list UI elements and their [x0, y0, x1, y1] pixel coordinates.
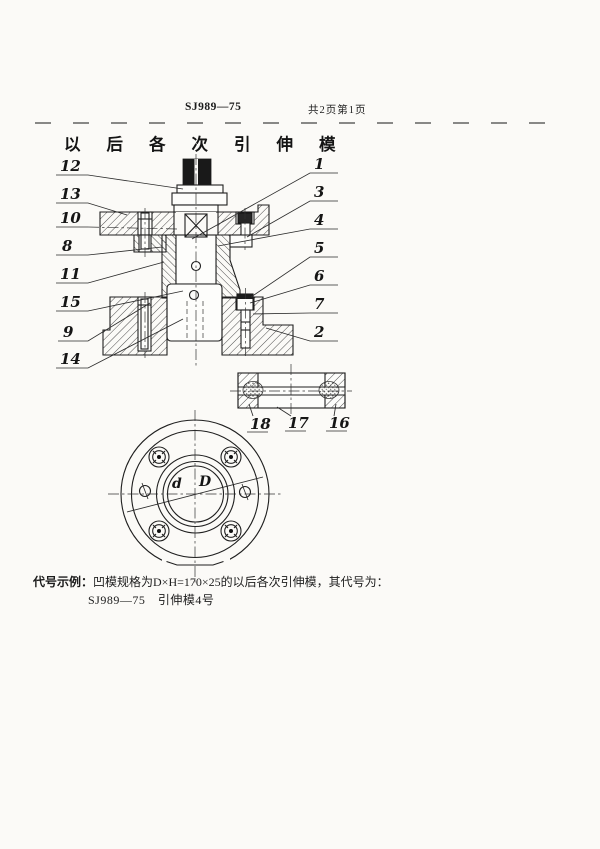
callout-8: 8 — [62, 237, 73, 255]
callout-2: 2 — [313, 323, 324, 341]
page-title: 以后各次引伸模 — [64, 135, 362, 154]
shank-bolt — [182, 158, 212, 186]
callout-9: 9 — [63, 323, 74, 341]
callout-5: 5 — [314, 239, 324, 257]
callout-12: 12 — [60, 157, 81, 175]
label-D: D — [198, 474, 212, 490]
locating-flat — [166, 560, 224, 566]
lower-right-flange — [221, 293, 294, 356]
dowel-holes — [138, 482, 252, 501]
callout-13: 13 — [60, 185, 81, 203]
callouts-right: 1 3 4 5 6 7 2 — [191, 155, 338, 342]
code-example-text: 凹模规格为D×H=170×25的以后各次引伸模，其代号为： — [93, 575, 389, 589]
felt-pad-left — [242, 381, 264, 399]
header-rule — [35, 122, 565, 124]
die-shank — [171, 184, 228, 213]
section-view: 12 13 10 8 11 15 9 14 1 3 4 5 — [56, 154, 338, 369]
label-d: d — [172, 476, 182, 492]
callouts-left: 12 13 10 8 11 15 9 14 — [56, 157, 184, 369]
page-info: 共2页第1页 — [308, 105, 367, 116]
callout-15: 15 — [60, 293, 81, 311]
felt-pad-right — [318, 381, 340, 399]
callout-16: 16 — [329, 414, 350, 432]
callout-1: 1 — [314, 155, 324, 173]
callout-7: 7 — [314, 295, 325, 313]
detail-ring-section: 18 17 16 — [230, 364, 352, 433]
doc-number: SJ989—75 — [185, 101, 242, 113]
bottom-plan-view: d D — [108, 410, 283, 584]
callout-14: 14 — [60, 350, 81, 368]
callout-18: 18 — [250, 415, 271, 433]
lower-left-flange — [102, 296, 168, 356]
socket-screws — [148, 446, 242, 542]
detail-callouts: 18 17 16 — [247, 403, 350, 433]
callout-10: 10 — [60, 209, 81, 227]
callout-6: 6 — [314, 267, 325, 285]
callout-3: 3 — [314, 183, 324, 201]
callout-11: 11 — [60, 265, 81, 283]
callout-17: 17 — [288, 414, 309, 432]
code-example-line: 代号示例：凹模规格为D×H=170×25的以后各次引伸模，其代号为： — [33, 573, 389, 590]
callout-4: 4 — [314, 211, 324, 229]
code-example-code: SJ989—75 引伸模4号 — [88, 593, 215, 607]
code-example-label: 代号示例： — [33, 575, 94, 589]
